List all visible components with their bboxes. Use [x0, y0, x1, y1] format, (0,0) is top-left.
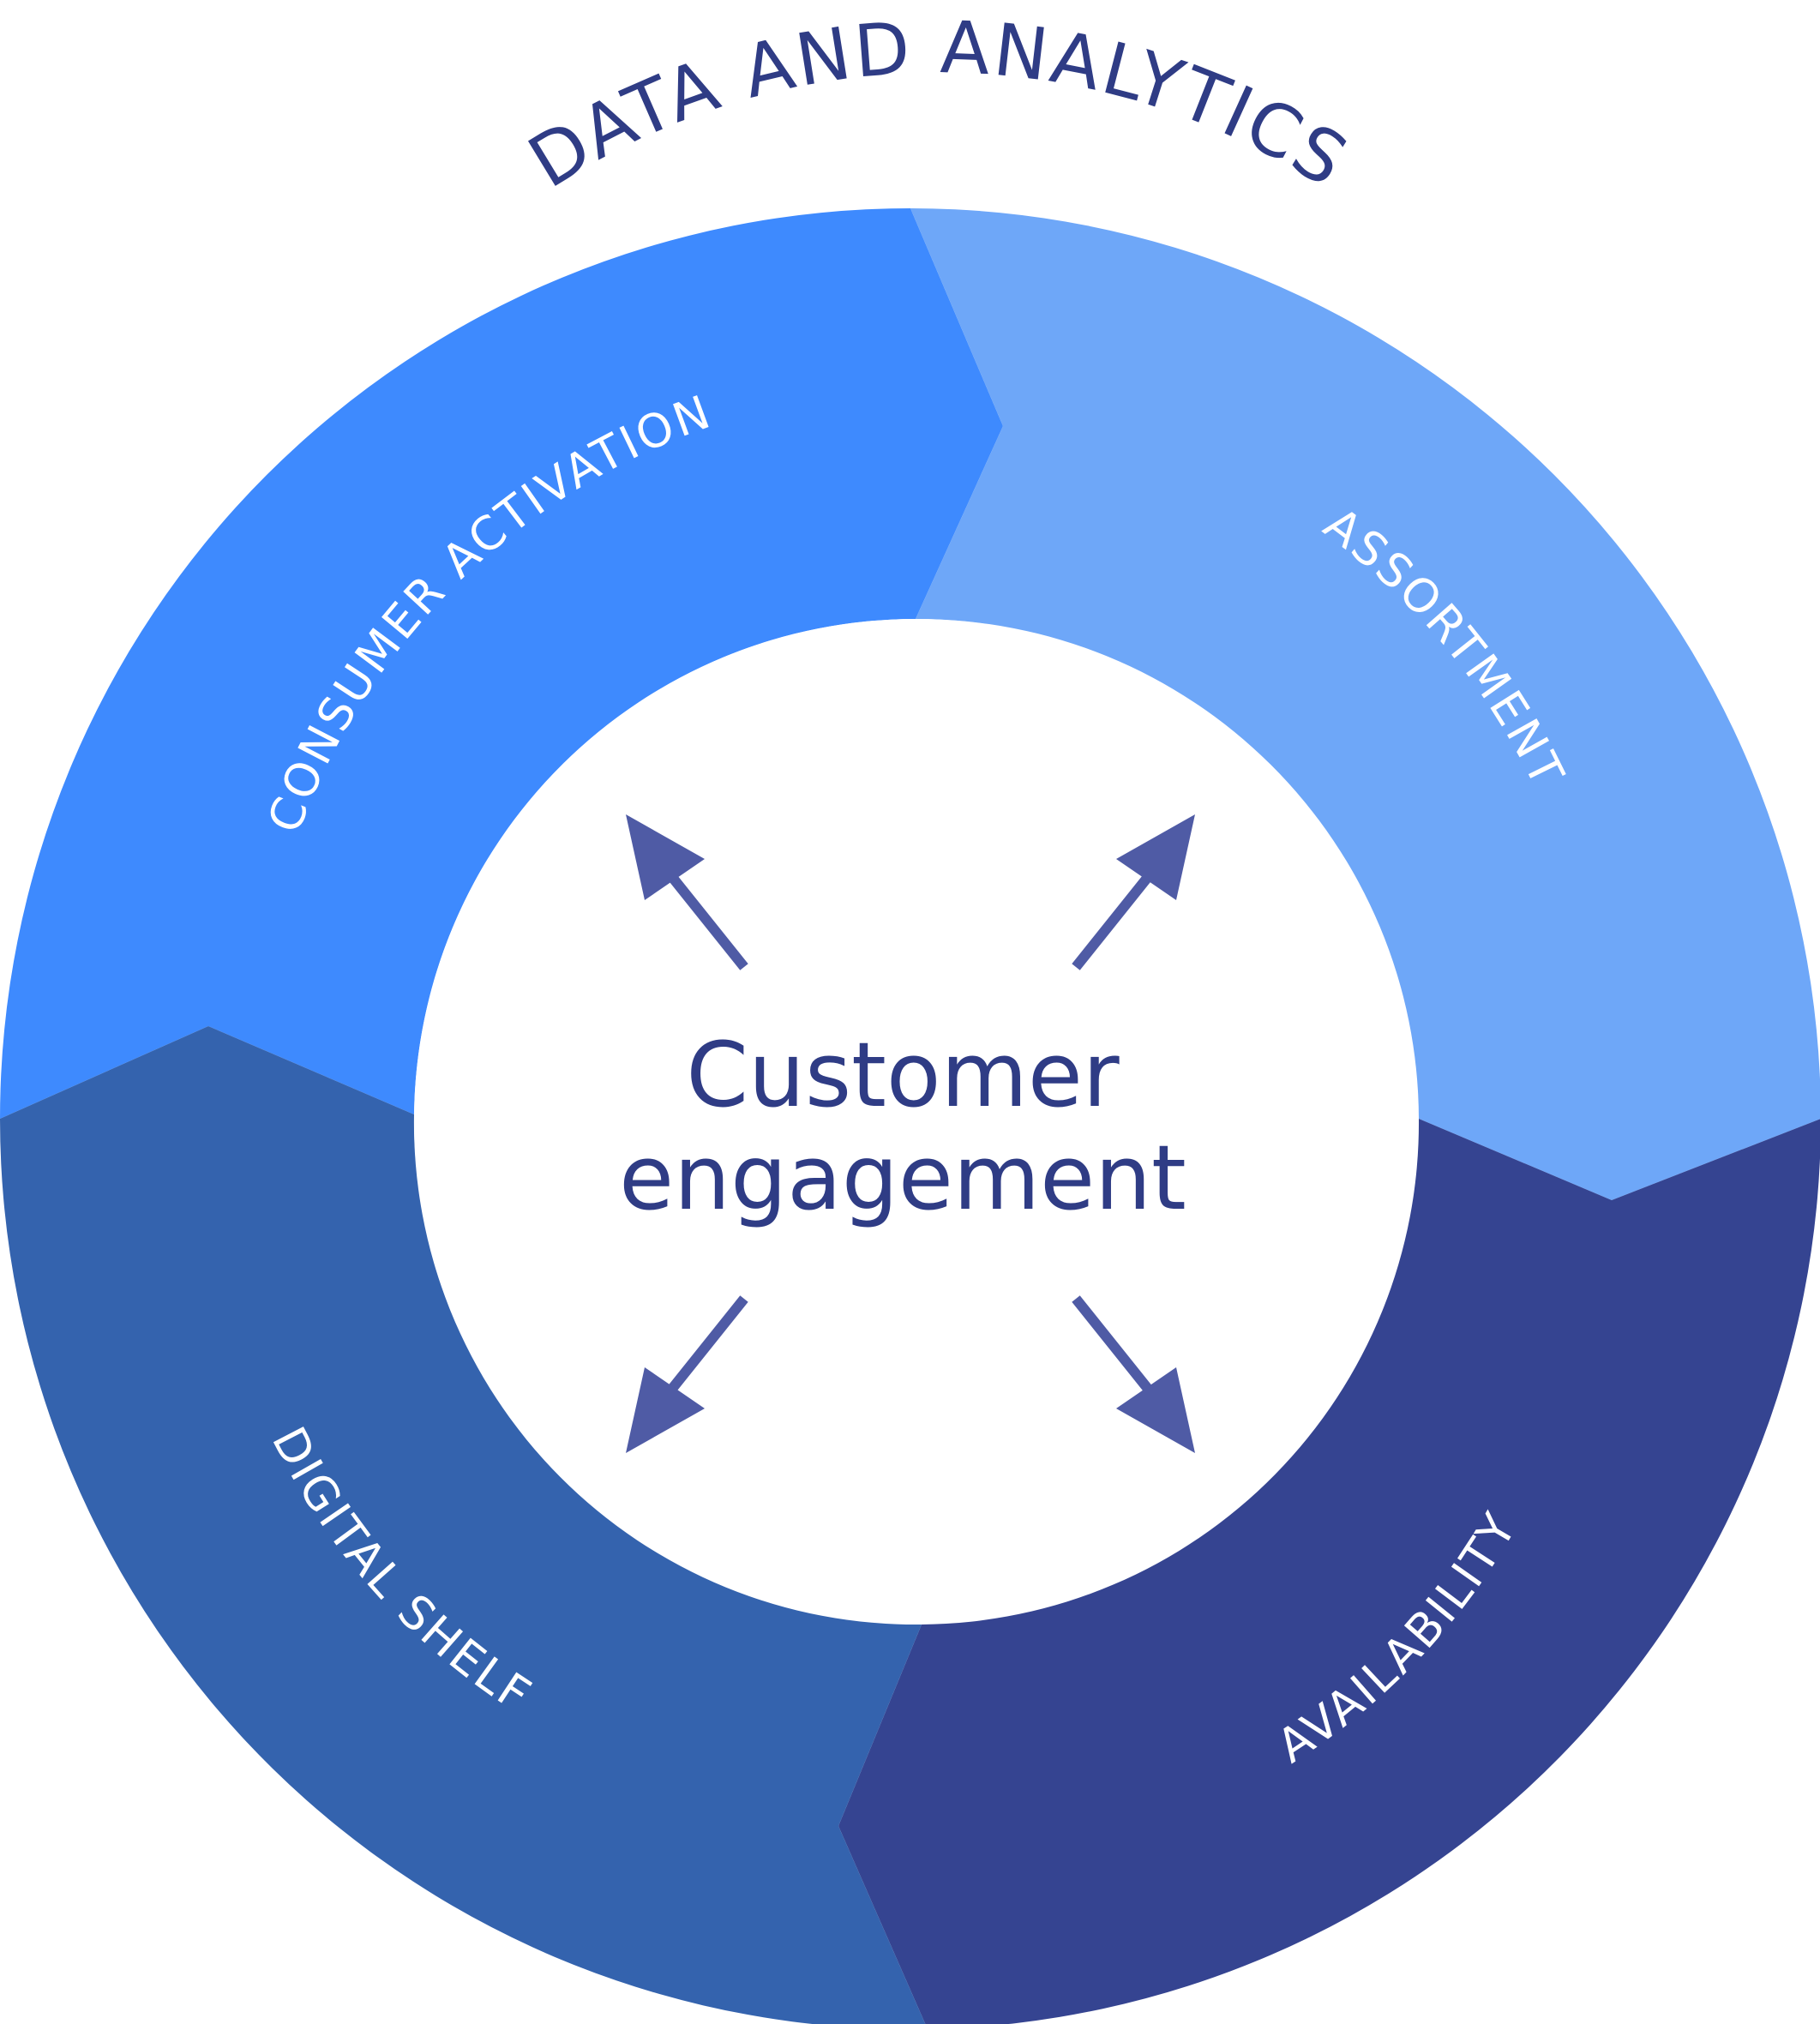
arrow-down-right-icon [1072, 1295, 1195, 1453]
center-text-line2: engagement [619, 1126, 1186, 1230]
segment-assortment [910, 208, 1820, 1200]
segment-availability [838, 1119, 1820, 2024]
arrow-down-left-icon [626, 1295, 748, 1453]
arrow-up-right-icon [1072, 814, 1195, 970]
center-text-line1: Customer [686, 1023, 1119, 1127]
diagram-title: DATA AND ANALYTICS [514, 5, 1363, 204]
segment-digital-shelf [0, 1026, 926, 2024]
segment-consumer-activation [0, 208, 1003, 1119]
arrow-up-left-icon [626, 814, 748, 970]
